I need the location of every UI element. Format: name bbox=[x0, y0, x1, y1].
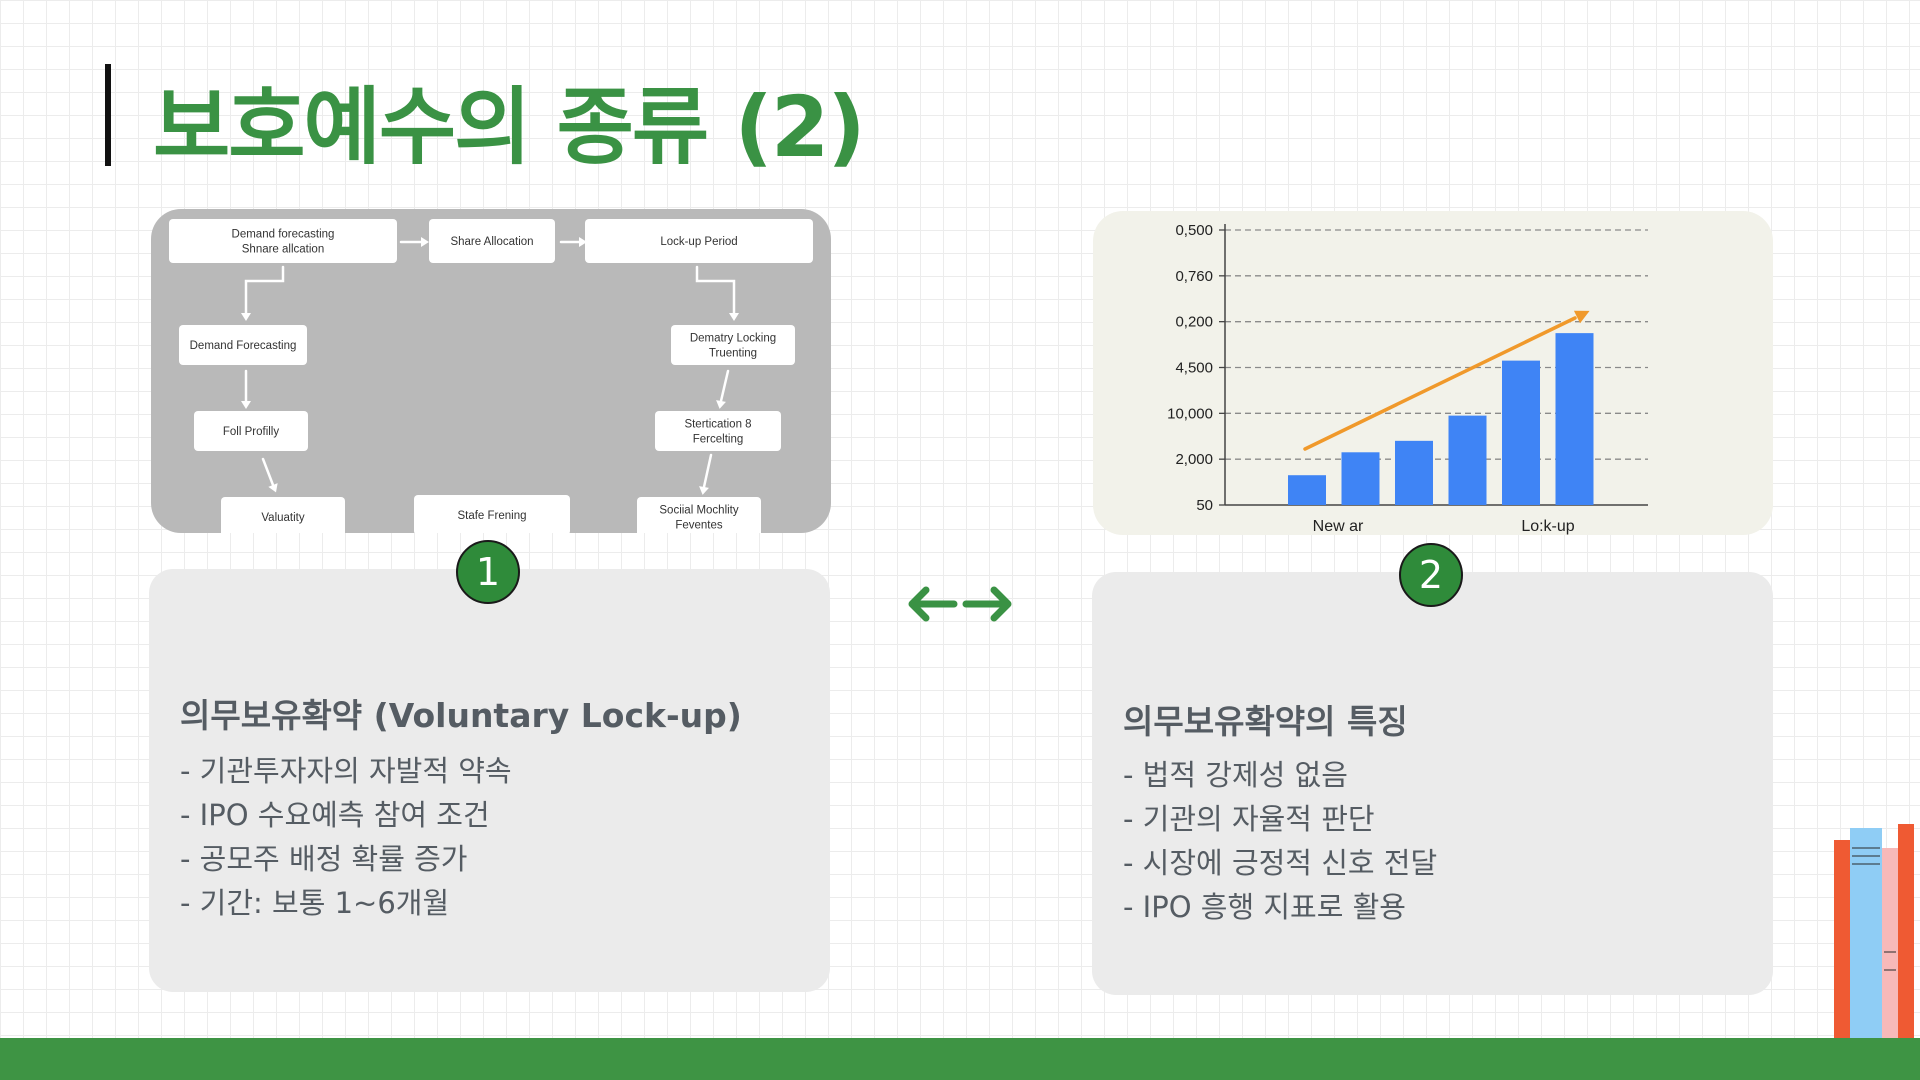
flow-node: Foll Profilly bbox=[194, 411, 308, 451]
flow-node-label: Feventes bbox=[675, 520, 723, 532]
flow-node: Valuatity bbox=[221, 497, 345, 533]
flow-arrowhead bbox=[716, 400, 726, 409]
flow-node: Share Allocation bbox=[429, 219, 555, 263]
flow-node: Lock-up Period bbox=[585, 219, 813, 263]
flow-node-box bbox=[655, 411, 781, 451]
card1-heading: 의무보유확약 (Voluntary Lock-up) bbox=[180, 696, 742, 735]
number-badge-1: 1 bbox=[456, 540, 520, 604]
chart-y-tick-label: 0,200 bbox=[1175, 314, 1213, 331]
chart-x-tick-label: Lo:k-up bbox=[1521, 518, 1574, 535]
flow-node-label: Stertication 8 bbox=[684, 419, 751, 431]
flow-node-label: Foll Profilly bbox=[223, 426, 279, 438]
flow-arrowhead bbox=[268, 483, 278, 493]
flow-node-label: Stafe Frening bbox=[457, 510, 526, 522]
flow-arrowhead bbox=[421, 237, 429, 247]
card1-item: - IPO 수요예측 참여 조건 bbox=[180, 798, 490, 832]
chart-bar bbox=[1341, 452, 1380, 505]
title-accent-bar bbox=[105, 64, 111, 166]
flow-node-box bbox=[414, 495, 570, 533]
chart-y-tick-label: 2,000 bbox=[1175, 451, 1213, 468]
chart-y-tick-label: 0,500 bbox=[1175, 222, 1213, 239]
flow-node-label: Share Allocation bbox=[450, 236, 533, 248]
number-badge-2: 2 bbox=[1399, 543, 1463, 607]
flow-node-box bbox=[194, 411, 308, 451]
bottom-band bbox=[0, 1038, 1920, 1080]
chart-trend-arrowhead bbox=[1573, 310, 1590, 324]
chart-y-tick-label: 10,000 bbox=[1167, 405, 1213, 422]
flow-node-label: Demand forecasting bbox=[232, 229, 335, 241]
flow-arrow bbox=[261, 457, 275, 487]
flow-node-label: Fercelting bbox=[693, 434, 744, 446]
flow-node-label: Valuatity bbox=[261, 512, 305, 524]
flow-node-box bbox=[637, 497, 761, 533]
flow-node: Stafe Frening bbox=[414, 495, 570, 533]
card1-item: - 기간: 보통 1~6개월 bbox=[180, 886, 450, 920]
flow-node: Stertication 8 Fercelting bbox=[655, 411, 781, 451]
flow-node-box bbox=[169, 219, 397, 263]
flow-node-box bbox=[179, 325, 307, 365]
chart-y-tick-label: 0,760 bbox=[1175, 268, 1213, 285]
chart-bar bbox=[1395, 440, 1433, 505]
flow-arrowhead bbox=[241, 313, 251, 321]
card2-item: - IPO 흥행 지표로 활용 bbox=[1123, 890, 1406, 924]
voluntary-lockup-card: 의무보유확약 (Voluntary Lock-up) - 기관투자자의 자발적 … bbox=[149, 569, 830, 992]
card1-item: - 기관투자자의 자발적 약속 bbox=[180, 754, 512, 788]
books-icon bbox=[1834, 824, 1914, 1038]
card2-list: - 법적 강제성 없음 - 기관의 자율적 판단 - 시장에 긍정적 신호 전달… bbox=[1123, 753, 1437, 929]
chart-bar bbox=[1502, 360, 1540, 505]
flow-arrow bbox=[695, 265, 736, 315]
flow-node-label: Dematry Locking bbox=[690, 333, 776, 345]
flow-node-box bbox=[429, 219, 555, 263]
flow-node-label: Demand Forecasting bbox=[190, 340, 297, 352]
lockup-features-card: 의무보유확약의 특징 - 법적 강제성 없음 - 기관의 자율적 판단 - 시장… bbox=[1092, 572, 1773, 995]
flow-node-label: Sociial Mochlity bbox=[659, 505, 738, 517]
card2-item: - 시장에 긍정적 신호 전달 bbox=[1123, 846, 1438, 880]
card2-item: - 기관의 자율적 판단 bbox=[1123, 802, 1375, 836]
flow-node-box bbox=[671, 325, 795, 365]
chart-bar bbox=[1448, 415, 1487, 505]
chart-y-tick-label: 50 bbox=[1196, 497, 1213, 514]
card1-item: - 공모주 배정 확률 증가 bbox=[180, 842, 468, 876]
chart-bar bbox=[1288, 475, 1326, 505]
card1-list: - 기관투자자의 자발적 약속 - IPO 수요예측 참여 조건 - 공모주 배… bbox=[180, 749, 512, 925]
chart-bar bbox=[1555, 333, 1594, 505]
flow-arrowhead bbox=[699, 486, 709, 495]
flow-arrow bbox=[719, 369, 730, 403]
flow-node: Demand Forecasting bbox=[179, 325, 307, 365]
chart-y-tick-label: 4,500 bbox=[1175, 360, 1213, 377]
flow-arrowhead bbox=[729, 313, 739, 321]
flow-arrow bbox=[244, 265, 285, 315]
card2-heading: 의무보유확약의 특징 bbox=[1123, 702, 1408, 741]
chart-trend-line bbox=[1303, 316, 1577, 451]
chart-x-tick-label: New ar bbox=[1313, 518, 1364, 535]
flow-node-box bbox=[585, 219, 813, 263]
flow-arrowhead bbox=[579, 237, 587, 247]
flow-node-box bbox=[221, 497, 345, 533]
double-arrow-icon bbox=[908, 586, 1012, 622]
flow-node-label: Shnare allcation bbox=[242, 244, 324, 256]
page-title: 보호예수의 종류 (2) bbox=[153, 78, 866, 176]
card2-item: - 법적 강제성 없음 bbox=[1123, 758, 1348, 792]
flow-arrowhead bbox=[241, 401, 251, 409]
flow-arrow bbox=[702, 453, 713, 489]
flow-node-label: Lock-up Period bbox=[660, 236, 737, 248]
flow-node-label: Truenting bbox=[709, 348, 757, 360]
